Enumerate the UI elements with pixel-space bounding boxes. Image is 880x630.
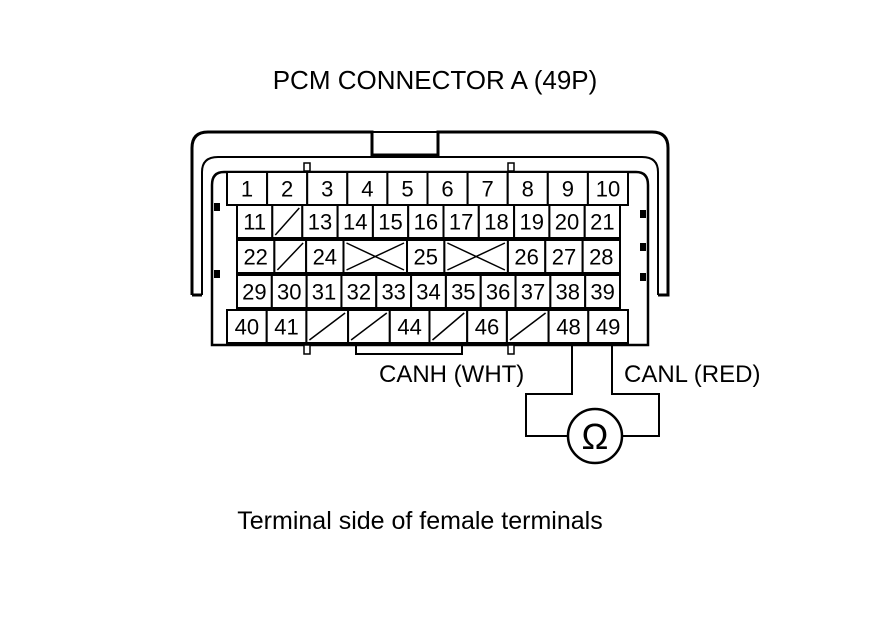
terminal-number: 49 [596,315,620,340]
key-nub [507,344,515,355]
terminal-cavity [506,239,547,274]
diagram-title: PCM CONNECTOR A (49P) [273,65,598,95]
terminal-number: 34 [416,280,440,305]
terminal-number: 11 [243,210,266,235]
key-nub [507,162,515,172]
terminal-number: 24 [313,245,337,270]
terminal-number: 32 [347,280,371,305]
terminal-number: 19 [520,210,544,235]
terminal-number: 18 [484,210,508,235]
terminal-cavity [586,171,630,206]
blank-slash [308,312,346,341]
terminal-cavity [426,171,469,206]
terminal-cavity [407,204,445,239]
terminal-cavity [236,239,276,274]
terminal-number: 39 [590,280,614,305]
terminal-number: 2 [281,177,293,202]
connector-latch [371,131,439,156]
terminal-number: 5 [401,177,413,202]
canh-label: CANH (WHT) [379,361,524,388]
terminal-number: 15 [378,210,402,235]
terminal-cavity [226,171,269,206]
terminal-number: 1 [241,177,253,202]
terminal-number: 31 [312,280,336,305]
terminal-cavity [549,274,587,309]
side-mark [640,210,646,218]
canh-wire [525,345,573,437]
terminal-number: 21 [590,210,614,235]
blank-slash [509,312,547,341]
ohmmeter-icon [566,407,624,465]
terminal-number: 9 [562,177,574,202]
terminal-cavity [477,204,516,239]
terminal-number: 38 [556,280,580,305]
terminal-number: 4 [361,177,373,202]
side-mark [640,273,646,281]
terminal-number: 3 [321,177,333,202]
terminal-number: 10 [596,177,620,202]
terminal-number: 30 [277,280,301,305]
canl-wire [611,345,660,437]
terminal-number: 48 [556,315,580,340]
blank-slash [350,312,388,341]
diagram-caption: Terminal side of female terminals [237,507,602,535]
terminal-number: 26 [514,245,538,270]
terminal-cavity [305,274,343,309]
blank-cross [346,242,405,271]
terminal-cavity [514,274,552,309]
key-nub [303,344,311,355]
terminal-number: 22 [243,245,267,270]
terminal-number: 44 [397,315,421,340]
terminal-number: 20 [555,210,579,235]
terminal-cavity [584,274,622,309]
terminal-number: 27 [552,245,576,270]
blank-slash [276,242,304,271]
terminal-number: 33 [381,280,405,305]
connector-inner-shell [201,156,659,295]
terminal-cavity [583,204,621,239]
terminal-cavity [226,309,268,344]
terminal-cavity [388,309,431,344]
terminal-number: 40 [235,315,259,340]
terminal-number: 28 [589,245,613,270]
ohm-symbol: Ω [582,416,609,457]
side-mark [214,270,220,278]
terminal-number: 8 [522,177,534,202]
side-mark [640,243,646,251]
terminal-cavity [547,309,590,344]
terminal-number: 36 [486,280,510,305]
terminal-number: 37 [521,280,545,305]
connector-inner-frame [210,170,650,347]
terminal-cavity [513,204,551,239]
terminal-number: 13 [308,210,332,235]
blank-slash [274,207,300,236]
terminal-number: 6 [441,177,453,202]
terminal-cavity [466,309,508,344]
terminal-number: 41 [274,315,298,340]
terminal-number: 14 [343,210,367,235]
terminal-cavity [587,309,630,344]
terminal-cavity [236,204,274,239]
terminal-number: 16 [414,210,438,235]
terminal-cavity [306,171,349,206]
terminal-number: 29 [242,280,266,305]
bottom-latch [355,345,463,355]
key-nub [303,162,311,172]
canl-label: CANL (RED) [624,361,760,388]
terminal-number: 7 [482,177,494,202]
terminal-number: 35 [451,280,475,305]
terminal-number: 17 [449,210,473,235]
terminal-cavity [305,239,345,274]
terminal-cavity [444,274,482,309]
blank-cross [447,242,506,271]
terminal-number: 25 [413,245,437,270]
side-mark [214,203,220,211]
terminal-number: 46 [475,315,499,340]
terminal-cavity [581,239,622,274]
blank-slash [431,312,465,341]
